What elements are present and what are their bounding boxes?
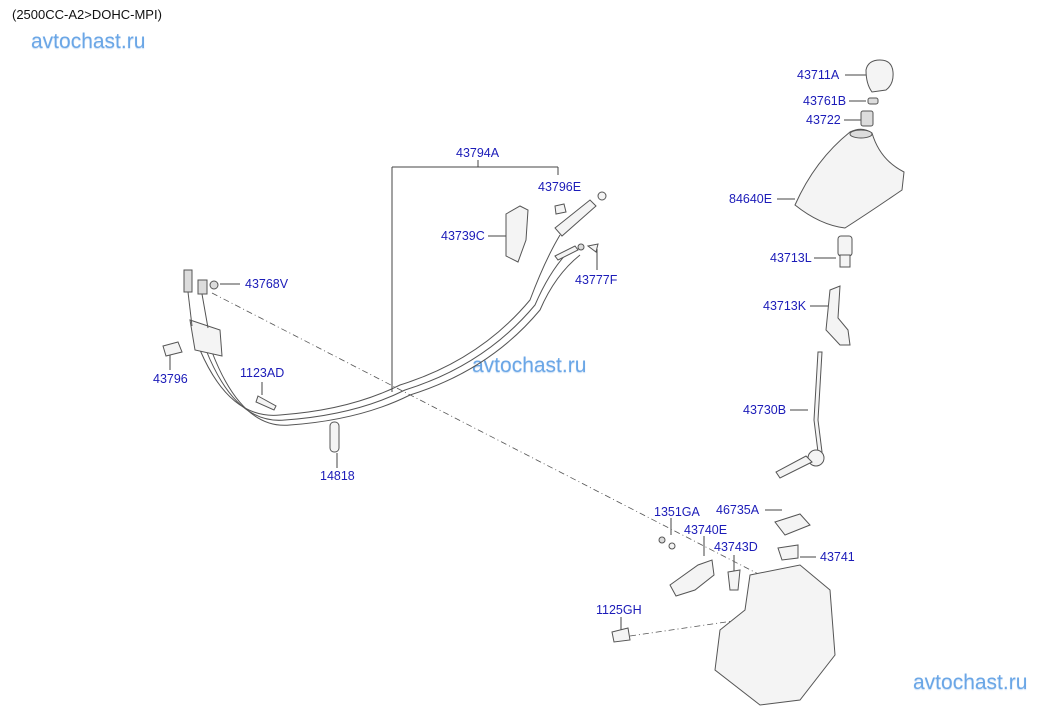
part-label-1123ad[interactable]: 1123AD	[240, 366, 285, 380]
mounting-bolt-drawing	[611, 627, 631, 643]
part-label-43739c[interactable]: 43739C	[441, 229, 485, 243]
assembly-line	[211, 292, 771, 581]
part-label-43740e[interactable]: 43740E	[684, 523, 728, 537]
cable-bracket-drawing	[505, 205, 529, 263]
lever-bushing-drawing	[837, 235, 853, 268]
part-label-43794a[interactable]: 43794A	[456, 146, 500, 160]
part-label-43730b[interactable]: 43730B	[743, 403, 787, 417]
assembly-line	[629, 609, 809, 637]
clip-drawing	[162, 341, 183, 357]
part-label-43722[interactable]: 43722	[806, 113, 841, 127]
part-label-43796e[interactable]: 43796E	[538, 180, 582, 194]
cable-nut-drawing	[209, 280, 219, 290]
leader-lines	[169, 74, 868, 630]
watermark: avtochast.ru	[31, 30, 146, 53]
part-label-43741[interactable]: 43741	[820, 550, 855, 564]
cable-retainer-drawing	[586, 243, 599, 253]
lever-bracket-drawing	[825, 285, 851, 346]
part-label-43713k[interactable]: 43713K	[763, 299, 807, 313]
part-label-1125gh[interactable]: 1125GH	[596, 603, 642, 617]
plate-drawing	[774, 513, 811, 536]
part-label-46735a[interactable]: 46735A	[716, 503, 760, 517]
bolt-drawing	[255, 395, 277, 411]
shift-boot-drawing	[794, 128, 905, 229]
cable-clamp-drawing	[329, 421, 340, 453]
part-label-43768v[interactable]: 43768V	[245, 277, 289, 291]
guide-drawing	[777, 544, 799, 561]
part-label-84640e[interactable]: 84640E	[729, 192, 773, 206]
diagram-header: (2500CC-A2>DOHC-MPI)	[12, 7, 162, 22]
part-label-43796[interactable]: 43796	[153, 372, 188, 386]
shifter-base-drawing	[714, 564, 836, 706]
shift-lever-drawing	[775, 351, 825, 479]
cable-clip-drawing	[554, 203, 567, 215]
select-lever-drawing	[658, 536, 715, 597]
return-spring-drawing	[727, 569, 741, 591]
watermark: avtochast.ru	[472, 354, 587, 377]
part-label-1351ga[interactable]: 1351GA	[654, 505, 700, 519]
cable-assembly-drawing	[183, 191, 607, 426]
shift-knob-drawing	[860, 59, 894, 127]
part-label-43743d[interactable]: 43743D	[714, 540, 758, 554]
part-label-43713l[interactable]: 43713L	[770, 251, 812, 265]
part-label-14818[interactable]: 14818	[320, 469, 355, 483]
watermark: avtochast.ru	[913, 671, 1028, 694]
part-label-43761b[interactable]: 43761B	[803, 94, 847, 108]
part-label-43777f[interactable]: 43777F	[575, 273, 618, 287]
part-label-43711a[interactable]: 43711A	[797, 68, 840, 82]
